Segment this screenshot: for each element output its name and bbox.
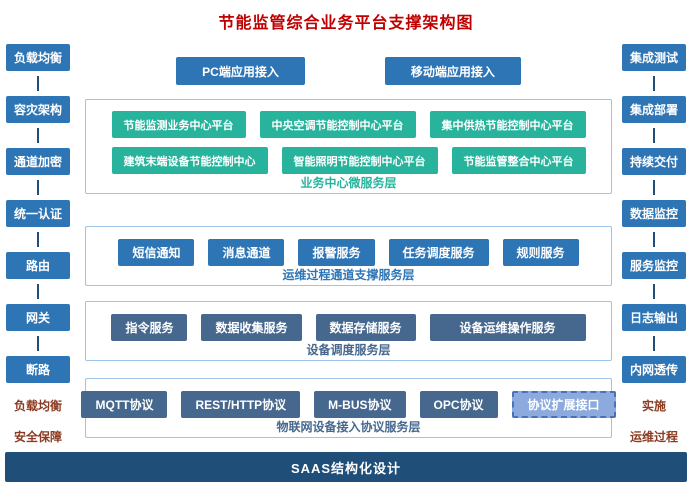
service-box: MQTT协议 — [81, 391, 168, 418]
right-sidebar-item: 集成测试 — [622, 44, 686, 71]
left-sidebar-item: 容灾架构 — [6, 96, 70, 123]
section-business-center: 节能监测业务中心平台 中央空调节能控制中心平台 集中供热节能控制中心平台 建筑末… — [85, 99, 612, 194]
right-sidebar-note: 实施 — [641, 399, 666, 413]
connector-line — [6, 331, 70, 356]
service-box: 任务调度服务 — [388, 239, 489, 266]
section-label: 业务中心微服务层 — [300, 176, 397, 190]
left-sidebar-note: 安全保障 — [13, 430, 62, 444]
service-box: 短信通知 — [118, 239, 195, 266]
right-sidebar-item: 内网透传 — [622, 356, 686, 383]
service-row: 节能监测业务中心平台 中央空调节能控制中心平台 集中供热节能控制中心平台 — [86, 111, 611, 138]
service-box: 报警服务 — [298, 239, 375, 266]
left-sidebar: 负载均衡 容灾架构 通道加密 统一认证 路由 网关 断路 负载均衡 安全保障 — [6, 44, 70, 445]
connector-line — [622, 71, 686, 96]
left-sidebar-item: 断路 — [6, 356, 70, 383]
left-sidebar-note: 负载均衡 — [13, 399, 62, 413]
section-label: 设备调度服务层 — [306, 343, 391, 357]
connector-line — [622, 175, 686, 200]
application-access-row: PC端应用接入 移动端应用接入 — [85, 57, 612, 85]
left-sidebar-item: 通道加密 — [6, 148, 70, 175]
section-label: 运维过程通道支撑服务层 — [282, 268, 415, 282]
connector-line — [6, 279, 70, 304]
connector-line — [6, 123, 70, 148]
service-box: 消息通道 — [208, 239, 285, 266]
service-box: 智能照明节能控制中心平台 — [281, 147, 438, 174]
left-sidebar-item: 负载均衡 — [6, 44, 70, 71]
service-box: 节能监测业务中心平台 — [111, 111, 246, 138]
diagram-title: 节能监管综合业务平台支撑架构图 — [218, 15, 474, 32]
connector-line — [622, 331, 686, 356]
service-box: OPC协议 — [419, 391, 498, 418]
connector-line — [622, 123, 686, 148]
saas-footer-bar: SAAS结构化设计 — [5, 452, 687, 482]
section-device-dispatch: 指令服务 数据收集服务 数据存储服务 设备运维操作服务 设备调度服务层 — [85, 301, 612, 361]
right-sidebar-item: 日志输出 — [622, 304, 686, 331]
service-box: 指令服务 — [111, 314, 188, 341]
right-sidebar-item: 持续交付 — [622, 148, 686, 175]
section-iot-protocol: MQTT协议 REST/HTTP协议 M-BUS协议 OPC协议 协议扩展接口 … — [81, 378, 616, 438]
connector-line — [6, 227, 70, 252]
left-sidebar-item: 路由 — [6, 252, 70, 279]
service-box: 设备运维操作服务 — [429, 314, 586, 341]
service-box: M-BUS协议 — [314, 391, 406, 418]
right-sidebar-item: 数据监控 — [622, 200, 686, 227]
service-row: 指令服务 数据收集服务 数据存储服务 设备运维操作服务 — [86, 314, 611, 341]
pc-access-box: PC端应用接入 — [176, 57, 305, 85]
right-sidebar-note: 运维过程 — [629, 430, 678, 444]
section-channel-support: 短信通知 消息通道 报警服务 任务调度服务 规则服务 运维过程通道支撑服务层 — [85, 226, 612, 286]
left-sidebar-item: 统一认证 — [6, 200, 70, 227]
service-box: 数据收集服务 — [201, 314, 302, 341]
connector-line — [6, 71, 70, 96]
service-row: 短信通知 消息通道 报警服务 任务调度服务 规则服务 — [86, 239, 611, 266]
service-box: 集中供热节能控制中心平台 — [429, 111, 586, 138]
right-sidebar: 集成测试 集成部署 持续交付 数据监控 服务监控 日志输出 内网透传 实施 运维… — [622, 44, 686, 445]
right-sidebar-item: 集成部署 — [622, 96, 686, 123]
service-box: 建筑末端设备节能控制中心 — [111, 147, 268, 174]
service-row: 建筑末端设备节能控制中心 智能照明节能控制中心平台 节能监管整合中心平台 — [86, 147, 611, 174]
service-box: 数据存储服务 — [315, 314, 416, 341]
service-row: MQTT协议 REST/HTTP协议 M-BUS协议 OPC协议 协议扩展接口 — [81, 391, 616, 418]
service-box: 节能监管整合中心平台 — [451, 147, 586, 174]
service-box: 中央空调节能控制中心平台 — [259, 111, 416, 138]
service-box: 规则服务 — [502, 239, 579, 266]
right-sidebar-item: 服务监控 — [622, 252, 686, 279]
connector-line — [6, 175, 70, 200]
connector-line — [622, 227, 686, 252]
section-label: 物联网设备接入协议服务层 — [276, 420, 421, 434]
left-sidebar-item: 网关 — [6, 304, 70, 331]
service-box: REST/HTTP协议 — [181, 391, 301, 418]
mobile-access-box: 移动端应用接入 — [384, 57, 521, 85]
protocol-extension-box: 协议扩展接口 — [511, 391, 616, 418]
connector-line — [622, 279, 686, 304]
